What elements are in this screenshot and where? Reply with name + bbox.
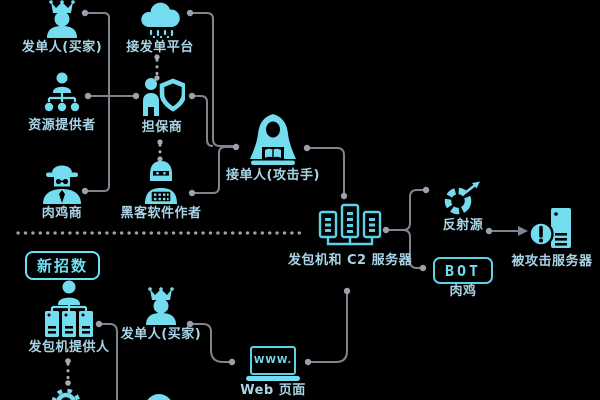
buyer-bottom-label: 发单人(买家) <box>120 327 202 342</box>
line-hackerauthor-to-attacker <box>192 146 234 194</box>
victim-server-label: 被攻击服务器 <box>511 254 593 269</box>
alert-server-icon <box>528 208 571 248</box>
bot-box: BOT <box>433 257 493 284</box>
node-chicken-dealer: 肉鸡商 <box>10 160 114 222</box>
crown-user-icon <box>146 287 176 325</box>
guarantor-label: 担保商 <box>141 120 183 135</box>
user-servers-icon <box>45 280 93 337</box>
laptop-www-icon: WWW. <box>250 346 296 375</box>
masked-hacker-icon <box>145 161 177 204</box>
line-c2-to-webpage <box>311 291 348 363</box>
c2-server-label: 发包机和 C2 服务器 <box>287 253 413 268</box>
laptop-base <box>246 376 300 381</box>
node-buyer-top: 发单人(买家) <box>8 0 116 56</box>
cloud-rain-icon <box>141 2 180 38</box>
line-buyer-to-chickendealer <box>85 12 110 192</box>
arrow-to-victim <box>518 226 528 236</box>
webpage-label: Web 页面 <box>240 383 306 398</box>
node-buyer-bottom: 发单人(买家) <box>108 287 214 343</box>
bot-box-text: BOT <box>444 261 482 280</box>
provider-label: 发包机提供人 <box>28 340 110 355</box>
connector-dots <box>81 9 493 366</box>
line-c2-to-reflector <box>402 189 424 231</box>
line-attacker-to-c2 <box>307 147 345 193</box>
detective-icon <box>43 165 81 204</box>
org-chart-icon <box>44 72 80 112</box>
node-c2-server: 发包机和 C2 服务器 <box>288 203 412 269</box>
platform-label: 接发单平台 <box>126 40 194 55</box>
reflector-chart-icon <box>444 181 480 215</box>
hacker-author-label: 黑客软件作者 <box>120 206 202 221</box>
buyer-top-label: 发单人(买家) <box>21 40 103 55</box>
node-attacker: 接单人(攻击手) <box>218 112 328 184</box>
hooded-attacker-icon <box>250 114 296 165</box>
line-buyer2-to-webpage <box>190 323 229 363</box>
node-webpage: WWW. Web 页面 <box>234 346 312 399</box>
line-guarantor-to-attacker <box>192 95 214 147</box>
crown-user-icon <box>47 0 77 38</box>
reflector-label: 反射源 <box>442 218 484 233</box>
person-head-icon <box>145 394 173 400</box>
node-provider: 发包机提供人 <box>15 280 123 356</box>
chicken-dealer-label: 肉鸡商 <box>41 206 83 221</box>
node-reflector: 反射源 <box>424 180 502 234</box>
node-resource-provider: 资源提供者 <box>10 72 114 134</box>
node-platform: 接发单平台 <box>112 0 208 56</box>
node-guarantor: 担保商 <box>116 76 208 136</box>
line-platform-to-attacker <box>190 12 234 147</box>
line-provider-down <box>99 323 118 400</box>
guarantor-shield-icon <box>143 78 185 116</box>
node-victim-server: 被攻击服务器 <box>503 206 600 270</box>
attacker-label: 接单人(攻击手) <box>226 168 320 183</box>
section-badge-new-tricks: 新招数 <box>25 251 101 280</box>
line-c2-to-bot <box>402 229 421 269</box>
resource-provider-label: 资源提供者 <box>28 118 96 133</box>
server-rack-icon <box>318 203 382 246</box>
node-hacker-author: 黑客软件作者 <box>103 160 219 222</box>
bot-label: 肉鸡 <box>449 284 477 299</box>
laptop-screen-text: WWW. <box>253 355 293 366</box>
gear-icon <box>51 388 81 400</box>
